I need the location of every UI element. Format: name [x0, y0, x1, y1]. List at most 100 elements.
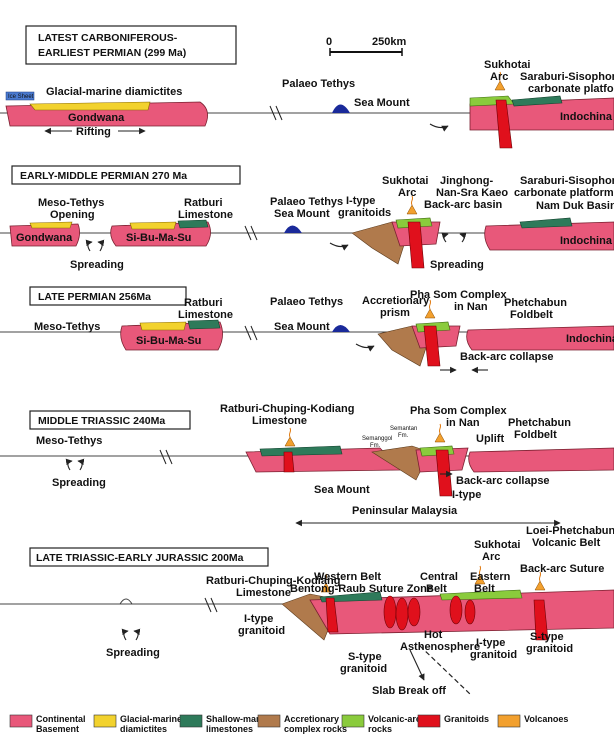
granitoids-label-2: granitoids — [338, 207, 391, 219]
arc-label-2: Arc — [398, 187, 416, 199]
palaeo-tethys-label-2: Palaeo Tethys — [270, 196, 343, 208]
indochina-label-2: Indochina — [560, 235, 613, 247]
ice-sheet-label: Ice Sheet — [8, 94, 34, 100]
panel-1-title-line2: EARLIEST PERMIAN (299 Ma) — [38, 47, 186, 59]
prism-label-3: prism — [380, 307, 410, 319]
spreading-label-2b: Spreading — [430, 259, 484, 271]
pha-som-label-4: Pha Som Complex — [410, 405, 507, 417]
slab-label: Slab Break off — [372, 685, 446, 697]
scale-zero: 0 — [326, 36, 332, 48]
panel-2-title-box — [11, 165, 241, 185]
backarc-suture-label: Back-arc Suture — [520, 563, 604, 575]
stype-label-5b: S-type — [530, 631, 564, 643]
nan-sra-label: Nan-Sra Kaeo — [436, 187, 508, 199]
spreading-label-4: Spreading — [52, 477, 106, 489]
granitoid-label-5c: granitoid — [470, 649, 517, 661]
backarc-collapse-label-3: Back-arc collapse — [460, 351, 554, 363]
itype-label-5b: I-type — [476, 637, 505, 649]
in-nan-label-4: in Nan — [446, 417, 480, 429]
sukhotai-granitoid-2 — [407, 221, 425, 269]
legend-label-6-0: Volcanoes — [524, 714, 568, 724]
gondwana-block-2 — [9, 223, 80, 247]
panel-5-title: LATE TRIASSIC-EARLY JURASSIC 200Ma — [36, 552, 244, 564]
indochina-block-2 — [484, 221, 614, 251]
saraburi-label-1: Saraburi-Sisophon — [520, 71, 614, 83]
itype-granitoid-4 — [435, 449, 453, 497]
eastern-label: Eastern — [470, 571, 511, 583]
legend-label-5-0: Granitoids — [444, 714, 489, 724]
legend-label-2-1: limestones — [206, 724, 253, 734]
spreading-label-5: Spreading — [106, 647, 160, 659]
glacial-label: Glacial-marine diamictites — [46, 86, 182, 98]
western-belt-label: Western Belt — [314, 571, 381, 583]
legend-label-1-0: Glacial-marine — [120, 714, 182, 724]
legend-swatch-1 — [93, 714, 117, 728]
legend-label-1-1: diamictites — [120, 724, 167, 734]
limestone-label-2: Limestone — [178, 209, 233, 221]
legend-swatch-0 — [9, 714, 33, 728]
backarc-basin-label: Back-arc basin — [424, 199, 503, 211]
scale-km: 250km — [372, 36, 406, 48]
ratburi-chuping-label-5: Ratburi-Chuping-Kodiang — [206, 575, 340, 587]
accretionary-label-3: Accretionary — [362, 295, 430, 307]
legend-label-0-1: Basement — [36, 724, 79, 734]
legend-swatch-4 — [341, 714, 365, 728]
granitoid-label-5d: granitoid — [526, 643, 573, 655]
palaeo-tethys-label-1: Palaeo Tethys — [282, 78, 355, 90]
semantan-label: Semantan — [390, 426, 417, 432]
legend-label-4-1: rocks — [368, 724, 392, 734]
meso-tethys-label-3: Meso-Tethys — [34, 321, 100, 333]
panel-2-title: EARLY-MIDDLE PERMIAN 270 Ma — [20, 170, 187, 182]
sukhotai-label-5: Sukhotai — [474, 539, 520, 551]
eastern-belt-label: Belt — [474, 583, 495, 595]
indochina-label-1: Indochina — [560, 111, 613, 123]
sea-mount-shape-3 — [332, 325, 350, 332]
gondwana-label-1: Gondwana — [68, 112, 125, 124]
sibumasu-label-3: Si-Bu-Ma-Su — [136, 335, 201, 347]
legend-label-4-0: Volcanic-arc — [368, 714, 421, 724]
in-nan-label-3: in Nan — [454, 301, 488, 313]
opening-label: Opening — [50, 209, 95, 221]
meso-tethys-label-4: Meso-Tethys — [36, 435, 102, 447]
panel-4-title-box — [29, 410, 191, 430]
semanggol-fm-label: Fm. — [370, 443, 381, 449]
sukhotai-label-2: Sukhotai — [382, 175, 428, 187]
jinghong-label: Jinghong- — [440, 175, 493, 187]
panel-1: LATEST CARBONIFEROUS- EARLIEST PERMIAN (… — [0, 25, 614, 149]
arc-label-5: Arc — [482, 551, 500, 563]
ratburi-label-3: Ratburi — [184, 297, 223, 309]
sukhotai-label-1: Sukhotai — [484, 59, 530, 71]
scale-bar: 0 250km — [326, 36, 406, 56]
phetchabun-label-4: Phetchabun — [508, 417, 571, 429]
palaeo-tethys-label-3: Palaeo Tethys — [270, 296, 343, 308]
legend-swatch-6 — [497, 714, 521, 728]
panel-3: LATE PERMIAN 256Ma Meso-Tethys Si-Bu-Ma-… — [0, 286, 614, 374]
foldbelt-label-4: Foldbelt — [514, 429, 557, 441]
gondwana-label-2: Gondwana — [16, 232, 73, 244]
central-label: Central — [420, 571, 458, 583]
stype-label-5a: S-type — [348, 651, 382, 663]
sea-mount-label-1: Sea Mount — [354, 97, 410, 109]
pha-som-granitoid — [423, 325, 441, 367]
panel-5: LATE TRIASSIC-EARLY JURASSIC 200Ma Sprea… — [0, 525, 614, 697]
saraburi-label-2: Saraburi-Sisophon — [520, 175, 614, 187]
indochina-label-3: Indochina — [566, 333, 614, 345]
granitoid-label-5a: granitoid — [238, 625, 285, 637]
backarc-collapse-label-4: Back-arc collapse — [456, 475, 550, 487]
panel-1-title-box — [25, 25, 237, 65]
pha-som-label-3: Pha Som Complex — [410, 289, 507, 301]
spreading-label-2: Spreading — [70, 259, 124, 271]
itype-label-2: I-type — [346, 195, 375, 207]
panel-3-title-box — [29, 286, 187, 306]
legend-swatch-2 — [179, 714, 203, 728]
itype-label-5a: I-type — [244, 613, 273, 625]
sea-mount-label-4: Sea Mount — [314, 484, 370, 496]
legend-label-2-0: Shallow-marine — [206, 714, 273, 724]
ratburi-label-2: Ratburi — [184, 197, 223, 209]
rifting-label: Rifting — [76, 126, 111, 138]
uplift-label: Uplift — [476, 433, 504, 445]
semantan-fm-label: Fm. — [398, 433, 409, 439]
arc-label-1: Arc — [490, 71, 508, 83]
legend: ContinentalBasementGlacial-marinediamict… — [9, 714, 568, 734]
